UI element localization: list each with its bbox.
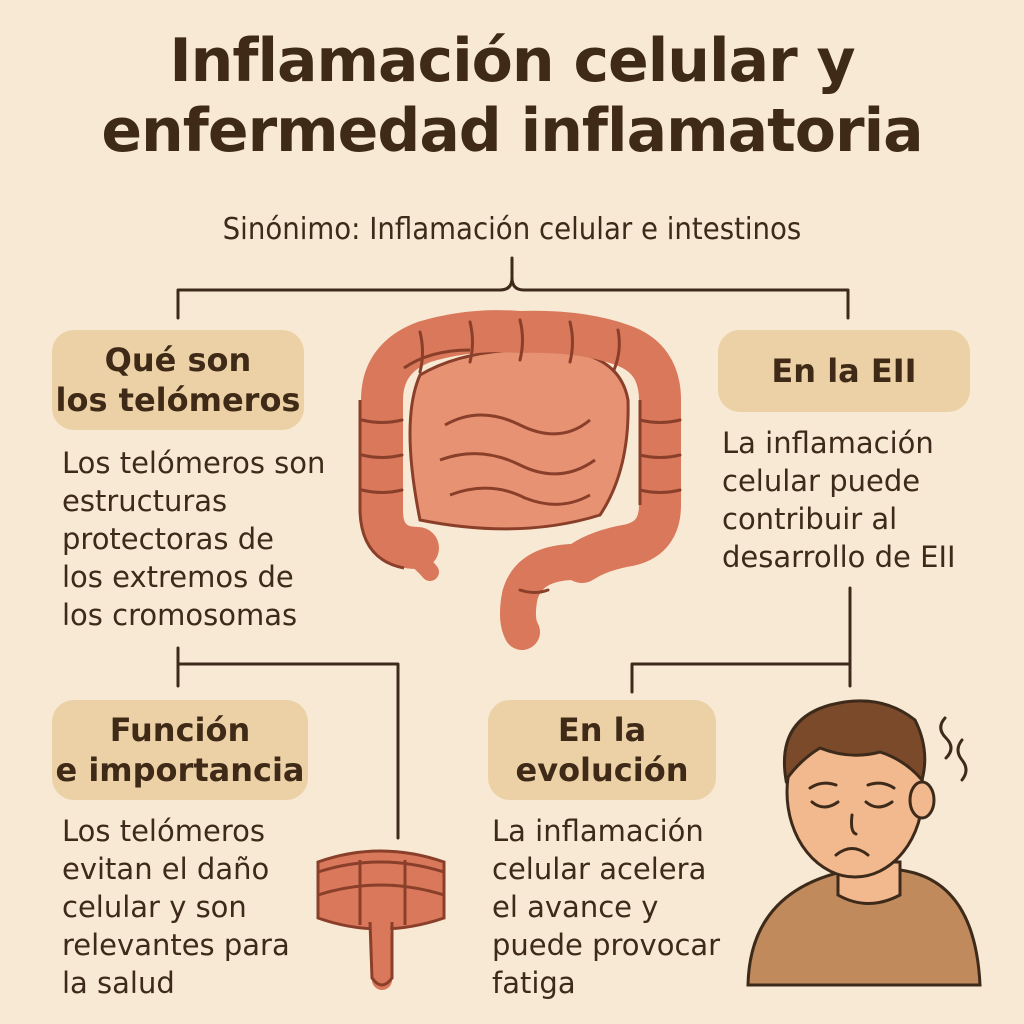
telomeros-heading-line-2: los telómeros xyxy=(55,381,301,419)
telomeros-text-line: protectoras de xyxy=(62,522,274,556)
eii-text: La inflamación celular puede contribuir … xyxy=(722,424,956,576)
funcion-text-line: Los telómeros xyxy=(62,814,265,848)
evolucion-text-line: puede provocar xyxy=(492,928,721,962)
evolucion-heading: En la evolución xyxy=(488,700,716,800)
subtitle: Sinónimo: Inflamación celular e intestin… xyxy=(222,212,802,247)
evolucion-text-line: celular acelera xyxy=(492,852,707,886)
large-intestine-icon xyxy=(358,310,682,650)
funcion-text: Los telómeros evitan el daño celular y s… xyxy=(62,812,290,1002)
top-bracket xyxy=(176,256,850,320)
telomeros-text: Los telómeros son estructuras protectora… xyxy=(62,444,325,634)
eii-heading-line-1: En la EII xyxy=(771,352,917,390)
evolucion-text-line: el avance y xyxy=(492,890,659,924)
telomeros-text-line: los cromosomas xyxy=(62,598,298,632)
fatigued-person-icon xyxy=(746,699,982,987)
evolucion-text-line: La inflamación xyxy=(492,814,704,848)
evolucion-heading-line-2: evolución xyxy=(515,751,689,789)
eii-text-line: desarrollo de EII xyxy=(722,540,956,574)
funcion-text-line: relevantes para xyxy=(62,928,290,962)
eii-heading: En la EII xyxy=(718,330,970,412)
evolucion-text: La inflamación celular acelera el avance… xyxy=(492,812,720,1002)
evolucion-text-line: fatiga xyxy=(492,966,576,1000)
right-connector xyxy=(630,586,852,694)
small-intestine-segment-icon xyxy=(316,849,446,990)
funcion-heading-line-2: e importancia xyxy=(55,751,305,789)
page-title-line-2: enfermedad inflamatoria xyxy=(101,96,923,166)
funcion-heading-line-1: Función xyxy=(109,711,251,749)
eii-text-line: La inflamación xyxy=(722,426,934,460)
eii-text-line: celular puede xyxy=(722,464,921,498)
left-connector xyxy=(176,646,400,840)
telomeros-text-line: los extremos de xyxy=(62,560,294,594)
telomeros-text-line: estructuras xyxy=(62,484,228,518)
funcion-text-line: celular y son xyxy=(62,890,247,924)
funcion-text-line: evitan el daño xyxy=(62,852,270,886)
page-title: Inflamación celular y enfermedad inflama… xyxy=(0,26,1024,166)
telomeros-heading: Qué son los telómeros xyxy=(52,330,304,430)
evolucion-heading-line-1: En la xyxy=(557,711,647,749)
funcion-heading: Función e importancia xyxy=(52,700,308,800)
telomeros-heading-line-1: Qué son xyxy=(104,341,252,379)
eii-text-line: contribuir al xyxy=(722,502,898,536)
telomeros-text-line: Los telómeros son xyxy=(62,446,326,480)
page-title-line-1: Inflamación celular y xyxy=(169,26,855,96)
funcion-text-line: la salud xyxy=(62,966,175,1000)
